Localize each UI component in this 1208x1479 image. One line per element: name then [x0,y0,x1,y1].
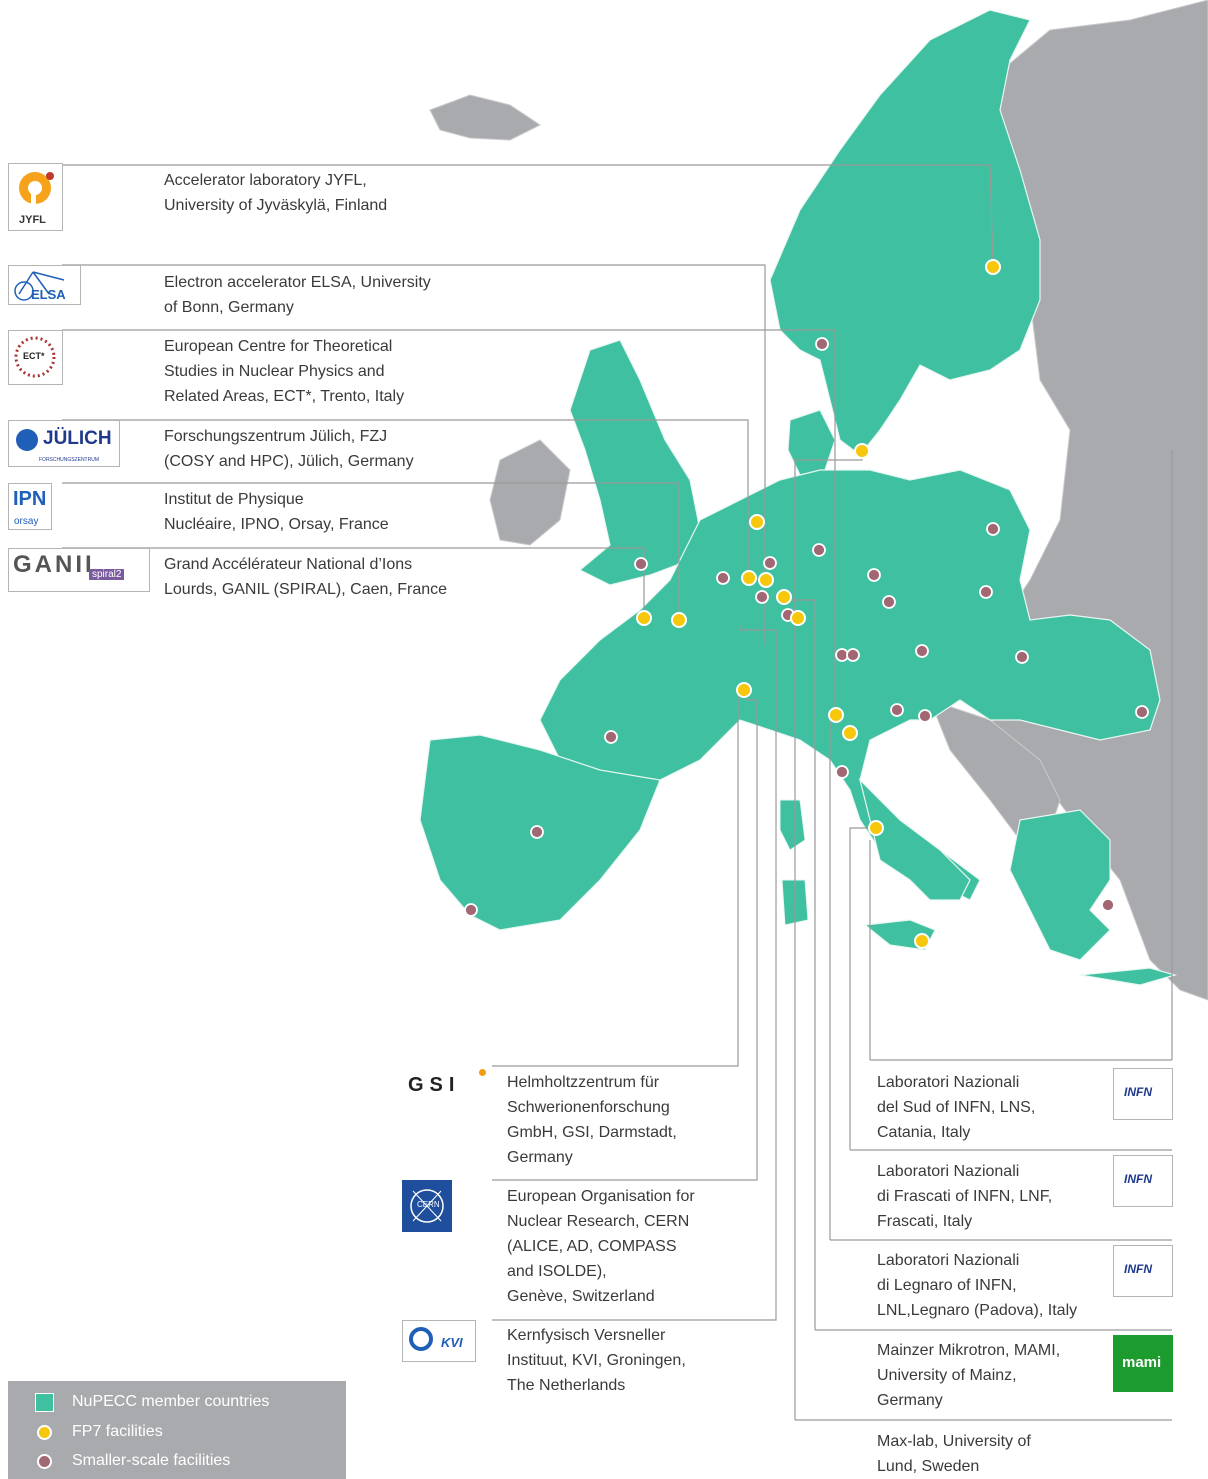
fp7-facility-dot [868,820,884,836]
facility-label-lnl: Laboratori Nazionali di Legnaro of INFN,… [877,1252,1078,1319]
kvi-logo: KVI [402,1320,476,1362]
facility-label-kvi: Kernfysisch Versneller Instituut, KVI, G… [507,1327,686,1394]
fp7-facility-dots [636,259,1001,949]
facility-label-ipno: Institut de Physique Nucléaire, IPNO, Or… [164,491,389,533]
smaller-facility-dot [890,703,904,717]
smaller-facility-dot [867,568,881,582]
smaller-facility-dot [986,522,1000,536]
facility-label-jyfl: Accelerator laboratory JYFL, University … [164,172,388,214]
fp7-facility-dot [736,682,752,698]
ganil-logo-subtext: spiral2 [89,569,125,580]
connector-lines [62,164,1173,1421]
smaller-facility-dot [812,543,826,557]
facility-label-elsa: Electron accelerator ELSA, University of… [164,274,431,316]
smaller-facility-dot [979,585,993,599]
legend-label-smaller: Smaller-scale facilities [72,1452,231,1469]
fp7-facility-dot [842,725,858,741]
gsi-dot-icon [479,1069,486,1076]
smaller-facility-dot [882,595,896,609]
mami-logo-text: mami [1122,1354,1162,1371]
fp7-facility-dot [790,610,806,626]
smaller-facility-dot [1135,705,1149,719]
smaller-facility-dot [464,903,478,917]
legend-label-member: NuPECC member countries [72,1393,270,1410]
smaller-facility-dot [530,825,544,839]
member-country-swatch [35,1393,54,1412]
infn-logo-text: INFN [1124,1085,1152,1099]
ipn-logo-text: IPN [13,488,47,510]
fp7-facility-dot [828,707,844,723]
julich-swirl-icon [16,429,38,451]
ipn-logo-subtext: orsay [14,516,39,527]
legend-label-fp7: FP7 facilities [72,1423,163,1440]
fp7-facility-dot [671,612,687,628]
cern-logo-text: CERN [417,1200,440,1209]
mami-logo: mami [1113,1335,1173,1392]
facility-label-ect: European Centre for Theoretical Studies … [164,338,405,405]
smaller-facility-dot [915,644,929,658]
julich-logo-subtext: FORSCHUNGSZENTRUM [39,457,99,463]
smaller-facility-dot [755,590,769,604]
julich-logo: JÜLICH FORSCHUNGSZENTRUM [8,420,120,467]
facility-label-maxlab: Max-lab, University of Lund, Sweden [877,1433,1031,1475]
infn-logo-lnl: INFN [1113,1245,1173,1297]
facility-label-fzj: Forschungszentrum Jülich, FZJ (COSY and … [164,428,414,470]
elsa-logo-text: ELSA [31,287,66,302]
kvi-swirl-icon [409,1327,433,1351]
facility-label-mami: Mainzer Mikrotron, MAMI, University of M… [877,1342,1061,1409]
fp7-facility-dot [741,570,757,586]
fp7-facility-dot [758,572,774,588]
cern-logo: CERN [402,1180,452,1232]
ganil-logo: GANIL spiral2 [8,548,150,592]
fp7-facility-dot [749,514,765,530]
facility-label-ganil: Grand Accélérateur National d’Ions Lourd… [164,556,448,598]
ect-logo: ECT* [8,330,63,385]
smaller-facility-dot [763,556,777,570]
gsi-logo: GSI [402,1066,490,1098]
facility-label-cern: European Organisation for Nuclear Resear… [507,1188,695,1305]
fp7-facility-dot [914,933,930,949]
elsa-logo: ELSA [8,265,81,305]
fp7-dot-swatch [37,1425,52,1440]
ect-logo-text: ECT* [23,351,45,361]
jyfl-logo-text: JYFL [19,214,46,226]
infn-logo-lns: INFN [1113,1068,1173,1120]
julich-logo-text: JÜLICH [43,428,112,449]
smaller-facility-dot [716,571,730,585]
smaller-facility-dot [835,765,849,779]
fp7-facility-dot [636,610,652,626]
smaller-facility-dot [1101,898,1115,912]
smaller-facility-dot [634,557,648,571]
smaller-facility-dots [464,337,1149,917]
fp7-facility-dot [776,589,792,605]
smaller-facility-dot [604,730,618,744]
smaller-facility-dot [1015,650,1029,664]
smaller-dot-swatch [37,1454,52,1469]
fp7-facility-dot [854,443,870,459]
gsi-logo-text: GSI [408,1074,461,1096]
kvi-logo-text: KVI [441,1335,463,1350]
fp7-facility-dot [985,259,1001,275]
ganil-logo-text: GANIL [13,551,103,578]
facility-label-gsi: Helmholtzzentrum für Schwerionenforschun… [507,1074,677,1166]
infn-logo-text: INFN [1124,1172,1152,1186]
smaller-facility-dot [918,709,932,723]
smaller-facility-dot [815,337,829,351]
jyfl-logo: JYFL [8,163,63,231]
infn-logo-lnf: INFN [1113,1155,1173,1207]
ipn-logo: IPN orsay [8,483,52,530]
infn-logo-text: INFN [1124,1262,1152,1276]
facility-label-lnf: Laboratori Nazionali di Frascati of INFN… [877,1163,1053,1230]
facility-label-lns: Laboratori Nazionali del Sud of INFN, LN… [877,1074,1036,1141]
legend: NuPECC member countries FP7 facilities S… [8,1381,346,1479]
smaller-facility-dot [846,648,860,662]
